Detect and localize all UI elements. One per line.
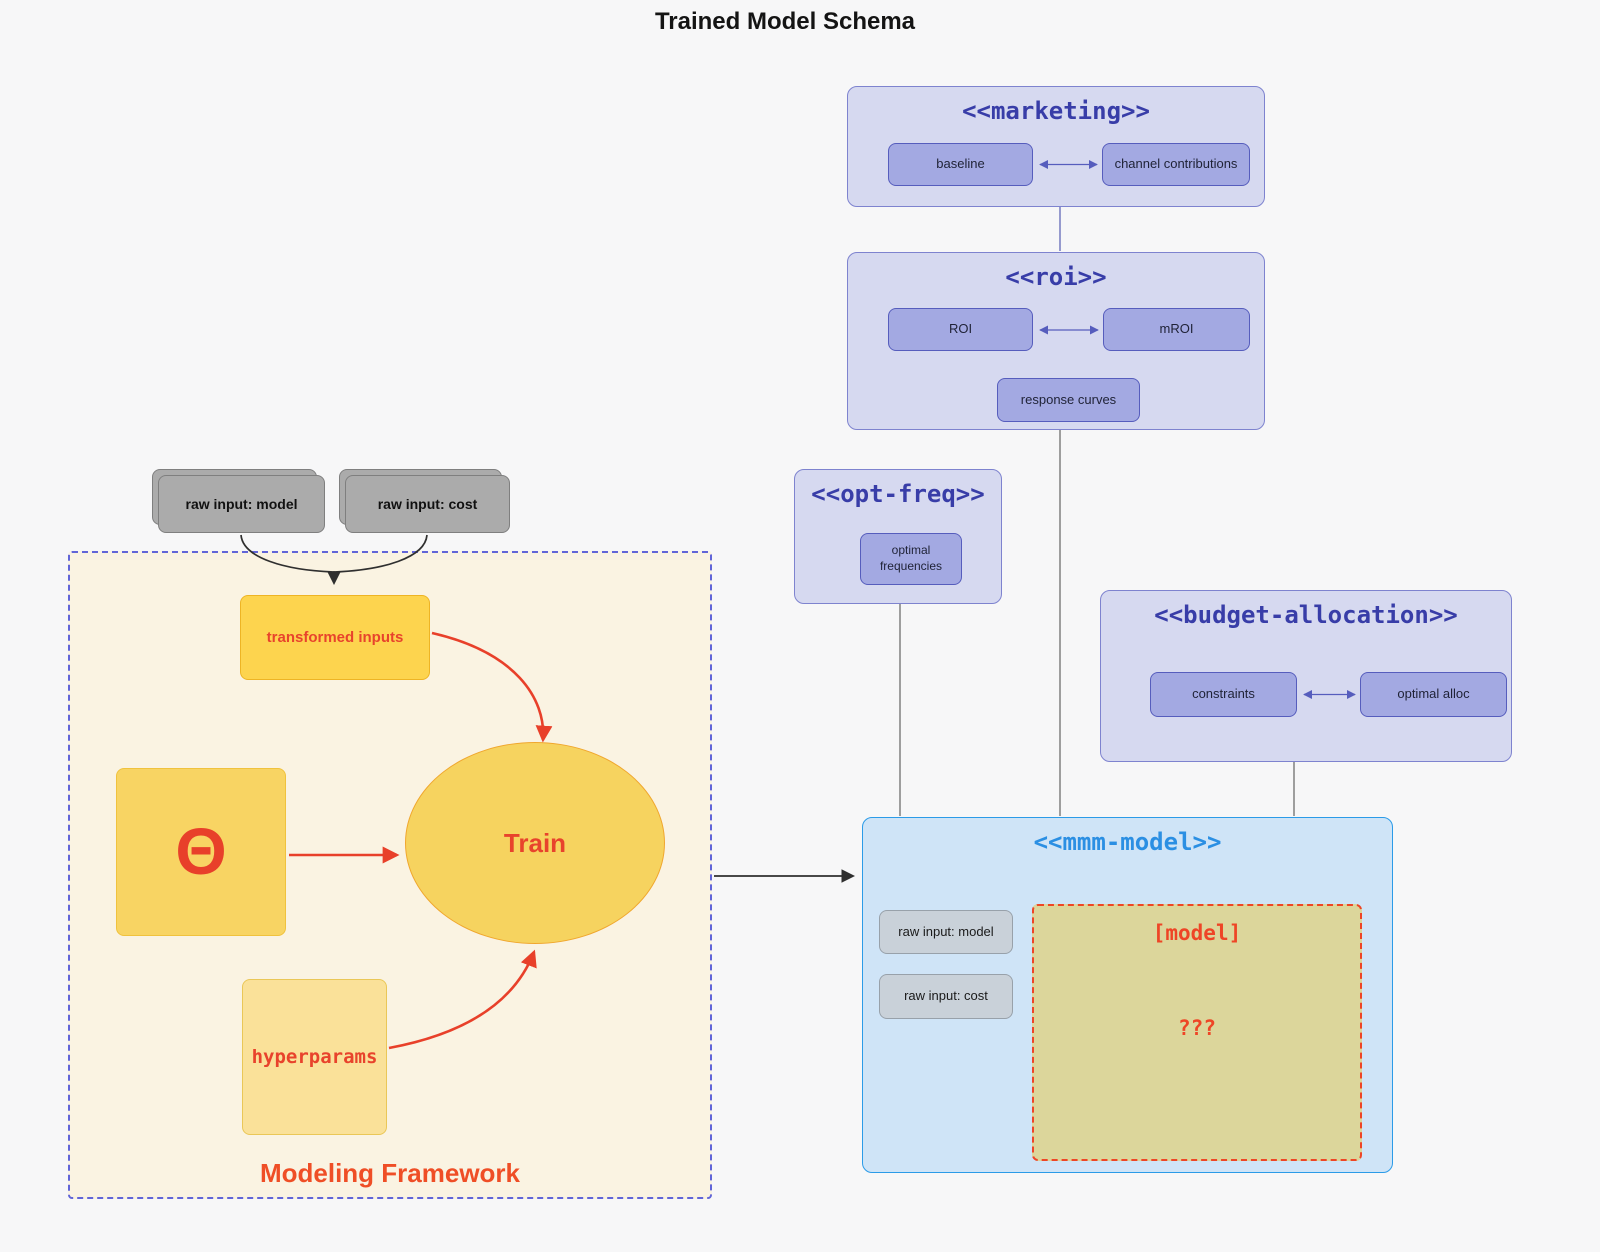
model-box-title: [model] (1152, 921, 1242, 945)
modeling-framework-label: Modeling Framework (259, 1158, 521, 1188)
node-response-curves: response curves (991, 372, 1140, 422)
node-raw-input-cost-label: raw input: cost (377, 495, 478, 512)
node-response-curves-label: response curves (1020, 391, 1117, 407)
node-mmm-raw-input-cost-label: raw input: cost (904, 988, 988, 1004)
cluster-marketing-title: <<marketing>> (962, 97, 1150, 125)
node-baseline-label: baseline (936, 156, 985, 172)
model-box-placeholder: ??? (1178, 1016, 1216, 1040)
node-raw-input-model-label: raw input: model (185, 495, 298, 512)
node-theta: Θ (110, 762, 286, 936)
node-optimal-frequencies: optimal frequencies (854, 527, 962, 585)
cluster-mmm-model-title: <<mmm-model>> (1033, 828, 1222, 856)
cluster-roi-title: <<roi>> (1005, 263, 1107, 291)
cluster-opt-freq-title: <<opt-freq>> (811, 480, 985, 508)
node-hyperparams-label: hyperparams (251, 1045, 378, 1068)
node-roi: ROI (882, 302, 1033, 351)
node-mmm-raw-input-model: raw input: model (873, 904, 1013, 954)
cluster-mmm-model: <<mmm-model>> [model] ??? (862, 817, 1393, 1173)
node-constraints: constraints (1144, 666, 1297, 717)
node-channel-contributions: channel contributions (1096, 137, 1250, 186)
node-transformed-inputs: transformed inputs (234, 589, 430, 680)
node-mmm-raw-input-cost: raw input: cost (873, 968, 1013, 1019)
node-raw-input-model: raw input: model (152, 469, 325, 533)
page-title: Trained Model Schema (654, 8, 916, 35)
model-placeholder-box: [model] ??? (1032, 904, 1362, 1161)
node-baseline: baseline (882, 137, 1033, 186)
node-constraints-label: constraints (1192, 686, 1255, 702)
node-mmm-raw-input-model-label: raw input: model (898, 923, 994, 939)
node-hyperparams: hyperparams (236, 973, 387, 1135)
node-theta-label: Θ (175, 814, 227, 889)
node-channel-contributions-label: channel contributions (1114, 156, 1238, 172)
node-train: Train (405, 742, 665, 944)
node-mroi-label: mROI (1159, 321, 1194, 337)
node-optimal-alloc-label: optimal alloc (1397, 686, 1470, 702)
node-optimal-alloc: optimal alloc (1354, 666, 1507, 717)
cluster-budget-allocation-title: <<budget-allocation>> (1154, 601, 1458, 629)
node-raw-input-cost: raw input: cost (339, 469, 510, 533)
node-roi-label: ROI (948, 321, 973, 337)
node-optimal-frequencies-label: optimal frequencies (879, 543, 943, 573)
node-transformed-inputs-label: transformed inputs (266, 628, 404, 646)
node-train-label: Train (503, 827, 567, 858)
node-mroi: mROI (1097, 302, 1250, 351)
